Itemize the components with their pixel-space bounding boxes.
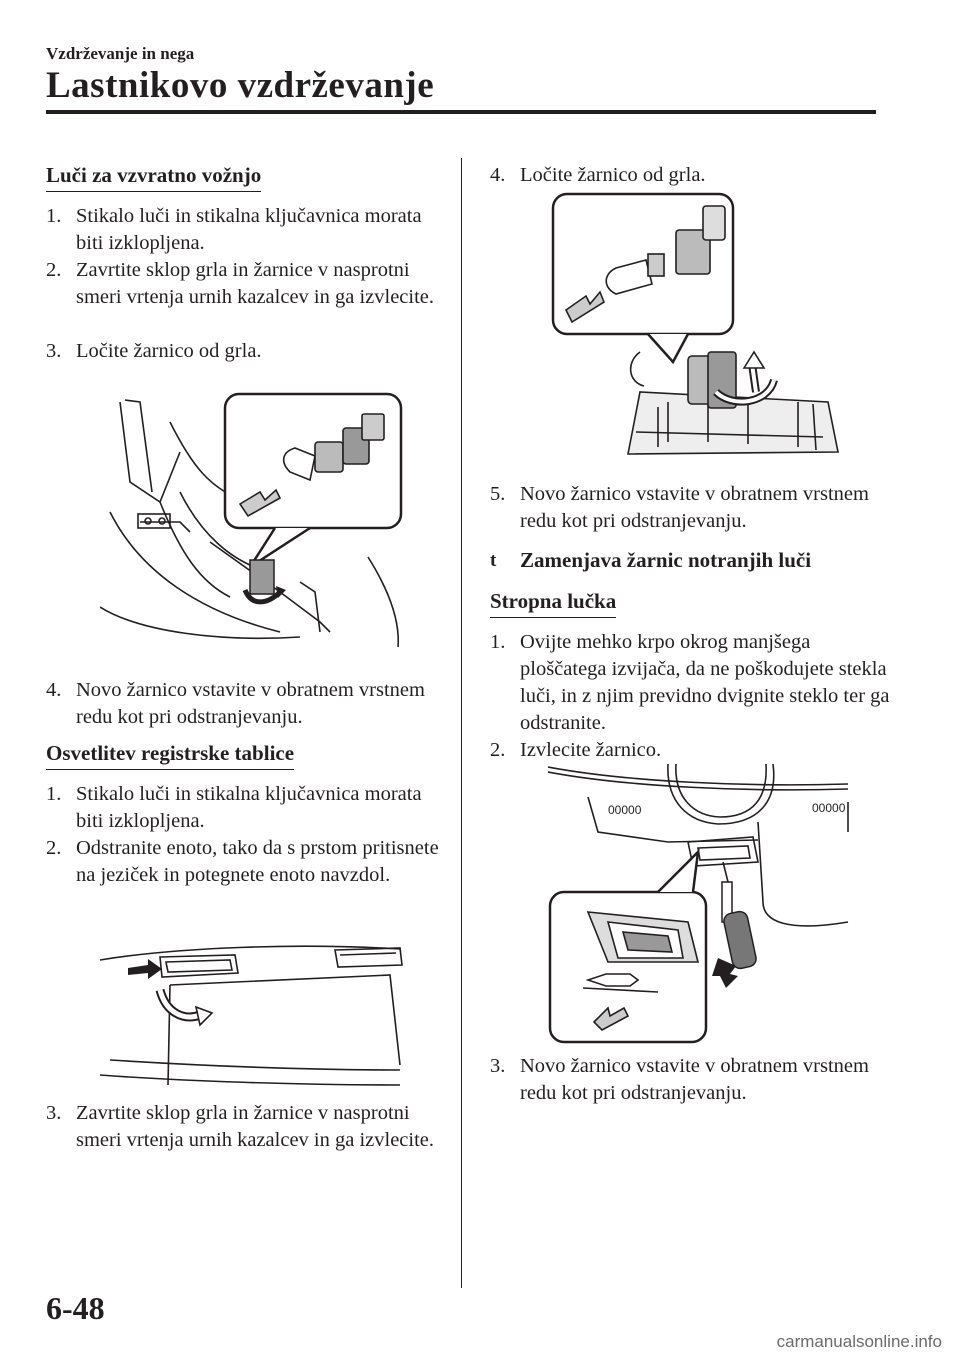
reverse-light-illustration [100,392,403,648]
license-light-illustration [100,945,403,1086]
page-title: Lastnikovo vzdrževanje [46,65,435,106]
page-number: 6-48 [46,1290,105,1326]
dome-light-illustration: 00000 00000 [548,763,849,1044]
lamp-mark-left: 00000 [608,803,642,817]
section-kicker: Vzdrževanje in nega [46,44,195,63]
heading-reverse-lights: Luči za vzvratno vožnjo [46,162,262,192]
column-divider [461,158,462,1288]
lamp-mark-right: 00000 [812,801,846,815]
watermark: carmanualsonline.info [776,1332,942,1351]
title-rule [46,110,876,114]
heading-license-light: Osvetlitev registrske tablice [46,740,295,770]
heading-dome-light: Stropna lučka [490,588,617,618]
license-bulb-illustration [551,192,839,455]
